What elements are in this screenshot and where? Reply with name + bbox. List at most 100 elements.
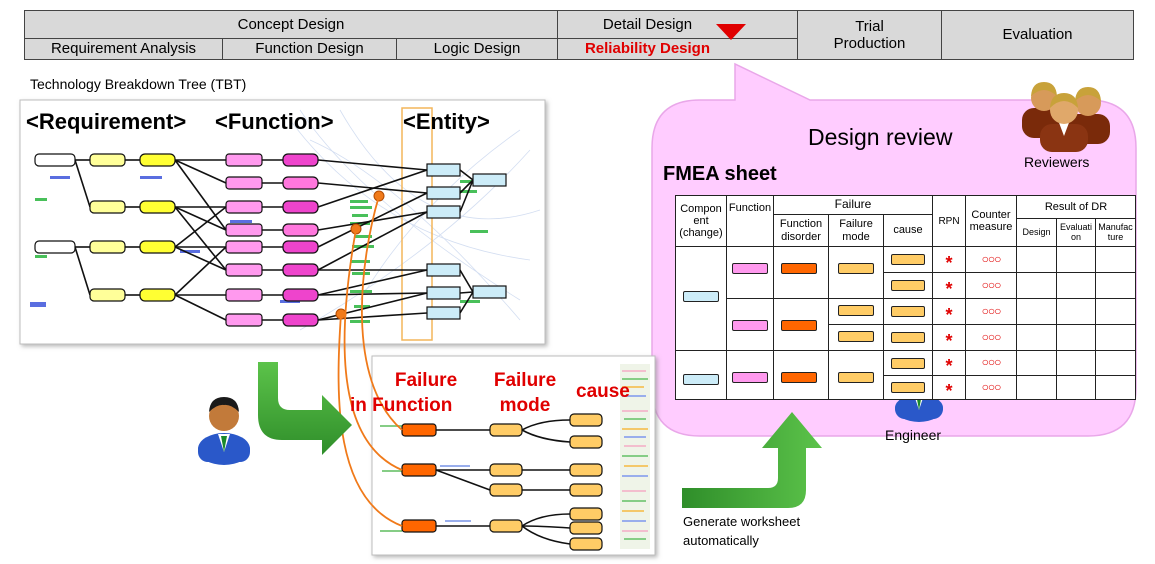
subphase-label: Function Design [255,40,364,58]
fmea-blank-cell [1095,324,1136,351]
rpn-mark: * [945,278,953,299]
subphase-function-design: Function Design [222,38,397,60]
fmea-header-evaluation: Evaluati on [1056,218,1096,247]
countermeasure-mark: ○○○ [981,355,1002,370]
subphase-reliability-design: Reliability Design [557,38,798,60]
fmea-cm-cell: ○○○ [965,350,1017,376]
tbt-panel [19,99,546,345]
failure-mode-line1: Failure [493,370,557,391]
mode-chip [838,372,874,383]
fmea-header-cause-text: cause [893,224,923,237]
phase-concept-label: Concept Design [237,15,345,33]
fmea-cm-cell: ○○○ [965,246,1017,273]
tbt-requirement-label: <Requirement> [26,109,187,134]
failure-in-function-line1: Failure [394,370,458,391]
component-chip [683,291,719,302]
reviewers-icon [1022,82,1110,152]
subphase-logic-design: Logic Design [396,38,558,60]
cause-label: cause [576,381,630,402]
function-chip [732,320,768,331]
failure-mode-line2: mode [499,395,551,416]
mode-chip [838,305,874,316]
fmea-header-function: Function [726,195,774,247]
tbt-function-label: <Function> [215,109,334,134]
fmea-cause-cell [883,246,933,273]
fmea-header-result-text: Result of DR [1044,200,1108,213]
fmea-cause-cell [883,350,933,376]
fmea-header-rpn-text: RPN [938,215,960,227]
fmea-blank-cell [1056,324,1096,351]
generate-line1: Generate worksheet [683,514,801,529]
fmea-cause-cell [883,272,933,299]
function-chip [732,372,768,383]
rpn-mark: * [945,330,953,351]
reviewers-label: Reviewers [1024,154,1090,170]
tbt-title: Technology Breakdown Tree (TBT) [30,76,247,92]
fmea-header-countermeasure-text: Counter measure [969,208,1013,233]
cause-chip [891,254,925,265]
design-review-title: Design review [808,124,953,150]
arrow-to-fmea-icon [682,412,822,508]
generate-line2: automatically [683,533,759,548]
fmea-blank-cell [1095,298,1136,325]
fmea-blank-cell [1016,298,1057,325]
fmea-cause-cell [883,324,933,351]
fmea-header-function-disorder: Function disorder [773,214,829,247]
fmea-header-component-text: Compon ent (change) [679,202,723,240]
fmea-header-function-text: Function [728,202,772,214]
fmea-blank-cell [1016,324,1057,351]
phase-evaluation: Evaluation [941,10,1134,60]
rpn-mark: * [945,252,953,273]
rpn-mark: * [945,380,953,401]
arrow-to-failure-tree-icon [258,362,352,455]
phase-evaluation-label: Evaluation [1002,26,1073,44]
mode-chip [838,331,874,342]
fmea-blank-cell [1016,350,1057,376]
tbt-entity-label: <Entity> [403,109,490,134]
fmea-table: Compon ent (change) Function Failure Fun… [675,195,1136,400]
fmea-header-component: Compon ent (change) [675,195,727,247]
fmea-header-failure: Failure [773,195,933,215]
fmea-cause-cell [883,375,933,400]
subphase-label: Logic Design [433,40,521,58]
fmea-blank-cell [1095,375,1136,400]
fmea-blank-cell [1056,298,1096,325]
countermeasure-mark: ○○○ [981,379,1002,394]
phase-trial-label: Trial Production [833,17,906,52]
rpn-mark: * [945,356,953,376]
failure-mode-label: Failure mode [487,368,563,418]
fmea-cm-cell: ○○○ [965,324,1017,351]
fmea-rpn-cell: * [932,272,966,299]
fmea-blank-cell [1056,350,1096,376]
countermeasure-mark: ○○○ [981,329,1002,344]
fmea-blank-cell [1095,246,1136,273]
disorder-chip [781,320,817,331]
phase-detail-label: Detail Design [602,15,693,33]
generate-worksheet-note: Generate worksheet automatically [683,512,800,550]
cause-chip [891,332,925,343]
subphase-requirement-analysis: Requirement Analysis [24,38,223,60]
fmea-header-design: Design [1016,218,1057,247]
fmea-title: FMEA sheet [663,163,777,185]
current-phase-marker-icon [716,24,746,40]
disorder-chip [781,263,817,274]
fmea-cause-cell [883,298,933,325]
fmea-blank-cell [1016,375,1057,400]
fmea-header-manufacture-text: Manufac ture [1098,221,1133,242]
fmea-cm-cell: ○○○ [965,272,1017,299]
countermeasure-mark: ○○○ [981,277,1002,292]
fmea-header-failure-text: Failure [834,197,872,212]
fmea-header-failure-mode-text: Failure mode [839,218,873,243]
fmea-blank-cell [1016,246,1057,273]
cause-chip [891,280,925,291]
fmea-header-evaluation-text: Evaluati on [1059,221,1093,242]
subphase-label: Requirement Analysis [50,40,197,58]
fmea-blank-cell [1056,246,1096,273]
fmea-header-rpn: RPN [932,195,966,247]
function-chip [732,263,768,274]
failure-in-function-line2: in Function [350,395,453,416]
disorder-chip [781,372,817,383]
component-chip [683,374,719,385]
engineer-label: Engineer [885,427,942,443]
fmea-rpn-cell: * [932,375,966,400]
